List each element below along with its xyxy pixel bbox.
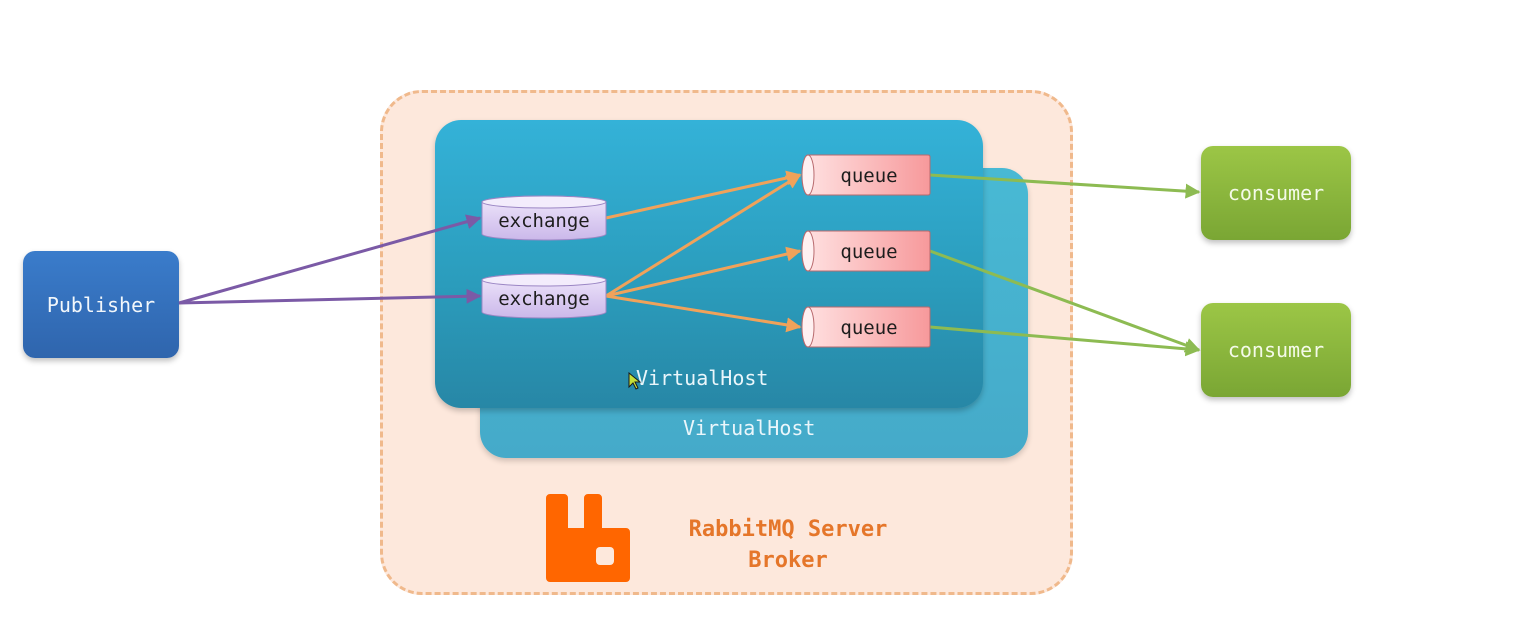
edge-publisher-to-exchange-2 bbox=[178, 288, 482, 305]
edges-layer bbox=[178, 170, 1201, 357]
queue-node: queue bbox=[801, 306, 931, 348]
exchange-node: exchange bbox=[481, 195, 607, 241]
broker-title: RabbitMQ Server Broker bbox=[660, 514, 916, 576]
edge-exchange-2-to-queue-3 bbox=[605, 294, 802, 333]
queue-node: queue bbox=[801, 230, 931, 272]
exchange-label: exchange bbox=[498, 210, 590, 232]
consumer-label: consumer bbox=[1227, 338, 1325, 362]
mouse-cursor-icon bbox=[628, 372, 642, 390]
exchange-top bbox=[481, 195, 607, 209]
consumer-node: consumer bbox=[1201, 146, 1351, 240]
nodes-layer: exchange exchange queue queue queue bbox=[481, 154, 931, 348]
consumer-node: consumer bbox=[1201, 303, 1351, 397]
edge-queue-1-to-consumer-1 bbox=[929, 173, 1201, 199]
edge-queue-2-to-consumer-2 bbox=[929, 249, 1201, 353]
queue-label: queue bbox=[840, 241, 897, 263]
queue-cap bbox=[801, 154, 815, 196]
queue-cap bbox=[801, 230, 815, 272]
consumer-label: consumer bbox=[1227, 181, 1325, 205]
exchange-node: exchange bbox=[481, 273, 607, 319]
virtual-host-back-label: VirtualHost bbox=[683, 416, 816, 440]
publisher-label: Publisher bbox=[46, 292, 156, 317]
edge-publisher-to-exchange-1 bbox=[178, 214, 482, 305]
rabbitmq-logo-icon bbox=[546, 494, 630, 582]
edge-queue-3-to-consumer-2 bbox=[929, 325, 1201, 357]
publisher-node: Publisher bbox=[23, 251, 179, 358]
broker-title-line2: Broker bbox=[748, 548, 828, 573]
exchange-label: exchange bbox=[498, 288, 590, 310]
queue-label: queue bbox=[840, 165, 897, 187]
edge-exchange-2-to-queue-1 bbox=[605, 173, 802, 298]
virtual-host-front-label: VirtualHost bbox=[636, 366, 769, 390]
queue-cap bbox=[801, 306, 815, 348]
edge-exchange-2-to-queue-2 bbox=[605, 246, 802, 298]
broker-title-line1: RabbitMQ Server bbox=[688, 517, 888, 542]
exchange-top bbox=[481, 273, 607, 287]
edge-exchange-1-to-queue-1 bbox=[605, 170, 802, 220]
queue-label: queue bbox=[840, 317, 897, 339]
queue-node: queue bbox=[801, 154, 931, 196]
